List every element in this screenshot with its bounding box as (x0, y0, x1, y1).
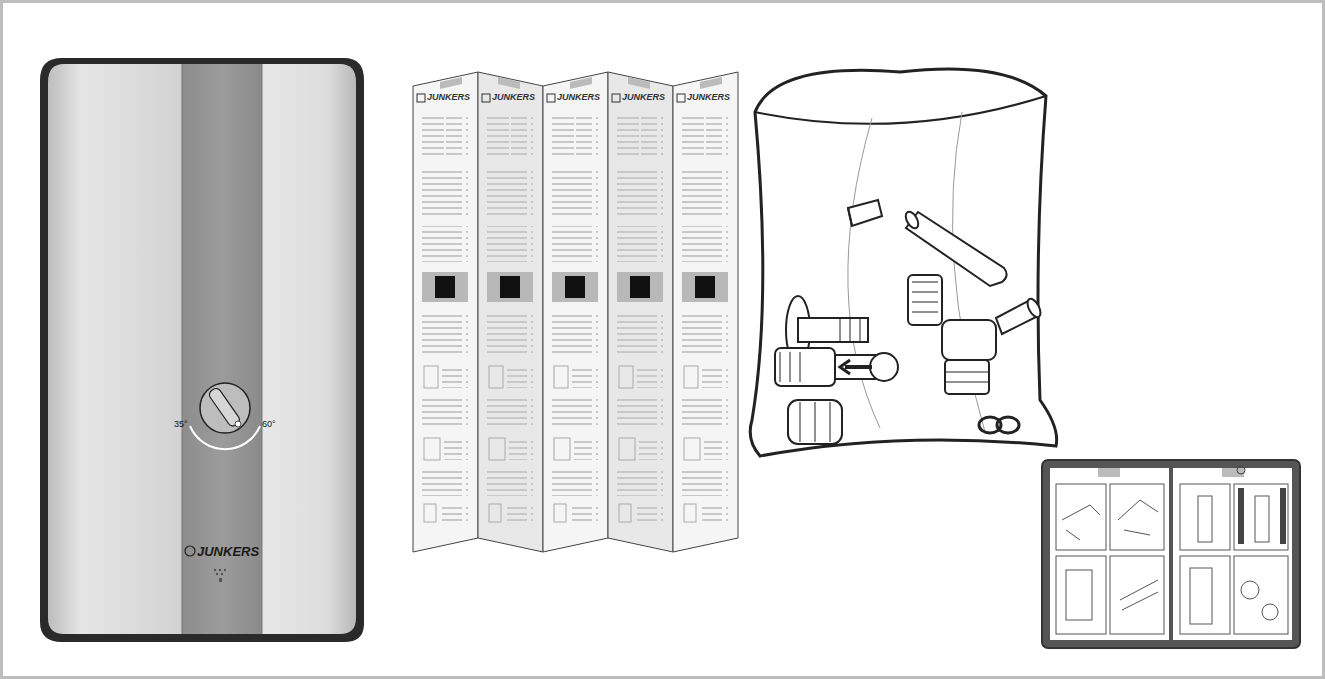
leaflet-brand: JUNKERS (622, 93, 665, 102)
installation-booklet (1042, 460, 1300, 648)
leaflet-brand: JUNKERS (557, 93, 600, 102)
leaflet-brand: JUNKERS (427, 93, 470, 102)
brand-logo: JUNKERS (197, 545, 259, 558)
scale-max: 60° (262, 420, 276, 429)
scale-min: 35° (174, 420, 188, 429)
water-heater (40, 58, 364, 642)
accessory-bag (750, 69, 1056, 456)
leaflet-brand: JUNKERS (687, 93, 730, 102)
leaflet-brand: JUNKERS (492, 93, 535, 102)
folded-leaflet (413, 72, 738, 552)
